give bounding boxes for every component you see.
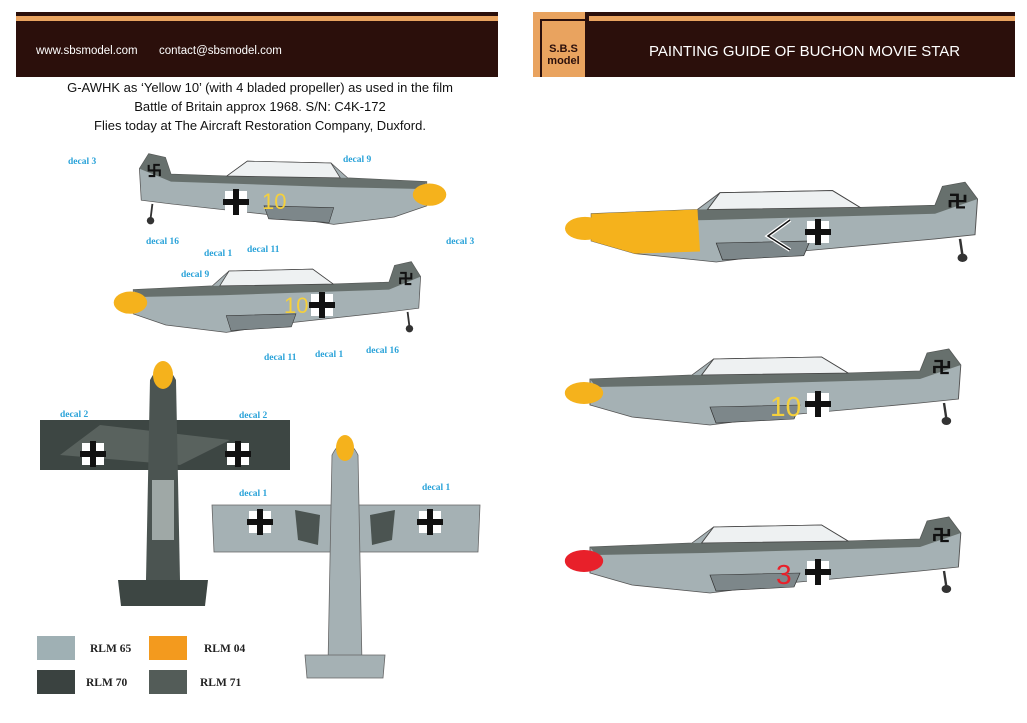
header-banner-left: www.sbsmodel.com contact@sbsmodel.com [16,12,498,77]
profile-right-yellow10 [564,349,961,425]
legend-label: RLM 04 [204,643,246,655]
top-view-plan [40,361,290,606]
decal-label: decal 11 [264,353,297,363]
profile-left-yellow10-port [113,262,421,333]
bottom-view-plan [211,435,481,679]
svg-text:10: 10 [262,189,286,214]
profile-right-red3 [564,517,961,593]
decal-label: decal 9 [343,155,372,165]
decal-label: decal 1 [204,249,233,259]
svg-text:10: 10 [770,391,801,422]
description-line: Flies today at The Aircraft Restoration … [94,118,426,133]
swatch-rlm65 [37,636,75,660]
decal-label: decal 16 [366,346,399,356]
swatch-rlm70 [37,670,75,694]
svg-text:3: 3 [776,559,792,590]
decal-label: decal 3 [446,237,475,247]
swatch-rlm04 [149,636,187,660]
decal-label: decal 16 [146,237,179,247]
legend-label: RLM 65 [90,643,132,655]
scheme-description: G-AWHK as ‘Yellow 10’ (with 4 bladed pro… [40,78,480,135]
guide-title: PAINTING GUIDE OF BUCHON MOVIE STAR [649,43,961,60]
balkenkreuz-marking [223,189,249,215]
email-link[interactable]: contact@sbsmodel.com [159,45,282,57]
swatch-rlm71 [149,670,187,694]
profile-right-yellow-nose [565,182,978,262]
description-line: G-AWHK as ‘Yellow 10’ (with 4 bladed pro… [67,80,453,95]
decal-label: decal 3 [68,157,97,167]
decal-label: decal 11 [247,245,280,255]
decal-label: decal 9 [181,270,210,280]
decal-label: decal 2 [60,410,89,420]
logo-text: S.B.S [549,43,578,55]
decal-label: decal 1 [239,489,268,499]
svg-text:10: 10 [284,293,308,318]
profile-left-yellow10-starboard [139,154,447,225]
website-link[interactable]: www.sbsmodel.com [36,45,138,57]
logo-subtext: model [547,55,580,67]
decal-label: decal 2 [239,411,268,421]
legend-label: RLM 70 [86,677,128,689]
decal-label: decal 1 [315,350,344,360]
legend-label: RLM 71 [200,677,242,689]
description-line: Battle of Britain approx 1968. S/N: C4K-… [134,99,386,114]
decal-label: decal 1 [422,483,451,493]
